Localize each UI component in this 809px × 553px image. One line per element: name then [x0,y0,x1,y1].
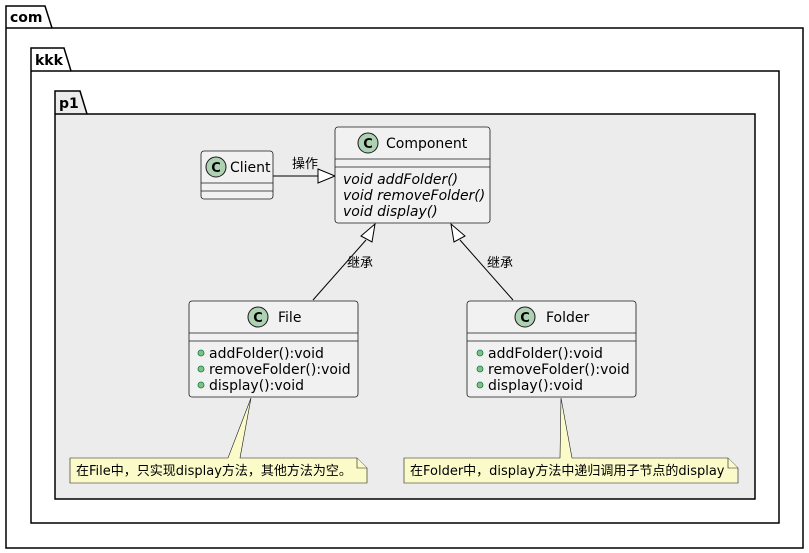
package-com-label: com [10,10,43,26]
file-method: addFolder():void [209,346,324,362]
class-client-stereotype: C [211,161,221,176]
relation-client-component-label: 操作 [292,156,318,172]
folder-method: display():void [488,378,583,394]
class-file-stereotype: C [253,311,263,326]
class-folder[interactable]: C Folder addFolder():void removeFolder()… [466,300,637,398]
component-method: void removeFolder() [343,188,485,204]
file-method: display():void [209,378,304,394]
relation-file-component-label: 继承 [347,256,373,271]
public-member-icon [476,365,484,373]
class-file[interactable]: C File addFolder():void removeFolder():v… [188,300,359,398]
class-folder-stereotype: C [520,311,530,326]
class-component-stereotype: C [363,137,373,152]
class-file-name: File [278,310,301,326]
note-file: 在File中，只实现display方法，其他方法为空。 [69,397,368,484]
note-folder: 在Folder中，display方法中递归调用子节点的display [403,397,739,484]
public-member-icon [197,381,205,389]
class-stereotype-icon [247,306,269,328]
note-file-text: 在File中，只实现display方法，其他方法为空。 [76,463,352,479]
relation-folder-component-label: 继承 [487,256,513,271]
public-member-icon [197,349,205,357]
file-method: removeFolder():void [209,362,351,378]
class-client-name: Client [230,160,271,176]
class-client[interactable]: C Client [200,150,274,200]
class-component-name: Component [386,136,468,152]
package-kkk-label: kkk [35,53,64,69]
component-method: void addFolder() [343,172,458,188]
relation-client-component: 操作 [273,156,337,184]
folder-method: removeFolder():void [488,362,630,378]
note-folder-text: 在Folder中，display方法中递归调用子节点的display [410,463,725,479]
relation-file-component: 继承 [312,222,376,301]
public-member-icon [197,365,205,373]
public-member-icon [476,349,484,357]
class-folder-name: Folder [546,310,590,326]
class-component[interactable]: C Component void addFolder() void remove… [334,126,491,224]
class-stereotype-icon [205,156,227,178]
class-stereotype-icon [514,306,536,328]
package-p1-label: p1 [59,96,79,112]
public-member-icon [476,381,484,389]
folder-method: addFolder():void [488,346,603,362]
component-method: void display() [343,204,438,220]
relation-folder-component: 继承 [450,222,514,301]
class-stereotype-icon [357,132,379,154]
